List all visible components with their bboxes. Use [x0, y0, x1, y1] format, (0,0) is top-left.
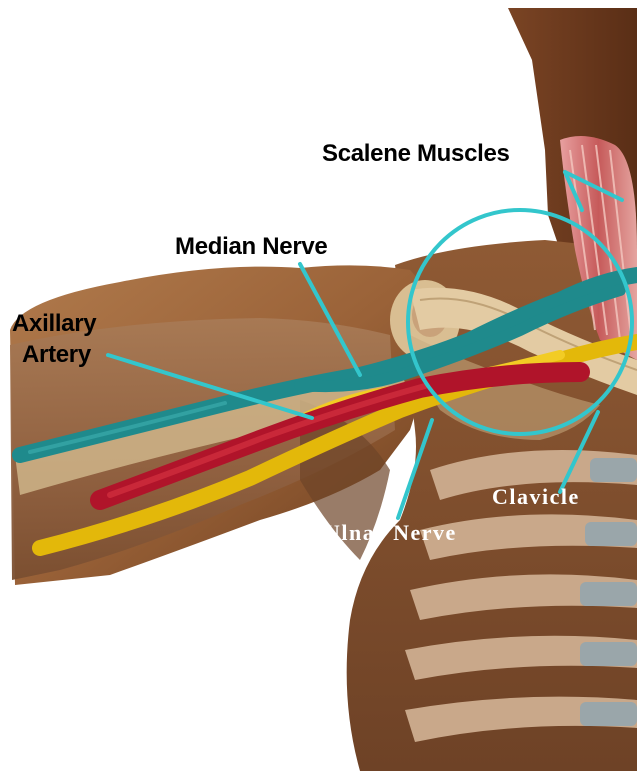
axillary-artery-label-line2: Artery [22, 343, 91, 367]
median-nerve-label: Median Nerve [175, 235, 327, 259]
scalene-muscles-label: Scalene Muscles [322, 142, 510, 166]
axillary-artery-label-line1: Axillary [12, 312, 96, 336]
ulnar-nerve-label: Ulnar Nerve [324, 522, 457, 544]
clavicle-label: Clavicle [492, 486, 580, 508]
